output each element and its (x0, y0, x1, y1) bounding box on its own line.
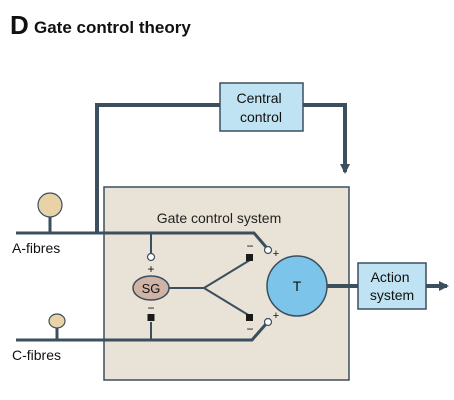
central-control-output (303, 103, 350, 174)
gate-control-label: Gate control system (157, 210, 282, 226)
feedback-line (95, 103, 220, 233)
central-control-box (219, 82, 304, 132)
a-fibre-receptor (37, 192, 63, 218)
t-label: T (293, 278, 302, 294)
c-fibres-label: C-fibres (12, 347, 61, 363)
central-control-label: Central control (236, 90, 285, 125)
sg-plus-sign: + (147, 262, 154, 276)
c-fibre-line (16, 323, 268, 342)
sg-minus-sign: − (147, 301, 154, 315)
figure-title: Gate control theory (34, 18, 191, 37)
panel-letter: D (10, 10, 29, 40)
t-excitatory-terminal-top (263, 245, 273, 255)
t-minus-sign-top: − (246, 239, 253, 253)
action-system-label: Action system (370, 269, 414, 303)
sg-inhibitory-terminal-bottom (147, 314, 155, 321)
t-plus-sign-top: + (273, 248, 279, 260)
sg-excitatory-terminal-top (146, 252, 156, 262)
sg-branch-up (203, 259, 251, 289)
t-excitatory-terminal-bottom (263, 317, 273, 327)
t-inhibitory-terminal-bottom (246, 314, 253, 321)
t-minus-sign-bottom: − (246, 322, 253, 336)
sg-label: SG (142, 281, 161, 296)
a-fibre-line (16, 231, 268, 248)
t-plus-sign-bottom: + (273, 310, 279, 322)
a-fibres-label: A-fibres (12, 240, 60, 256)
sg-branch-down (203, 287, 251, 317)
t-inhibitory-terminal-top (246, 254, 253, 261)
c-fibre-receptor (48, 313, 66, 329)
